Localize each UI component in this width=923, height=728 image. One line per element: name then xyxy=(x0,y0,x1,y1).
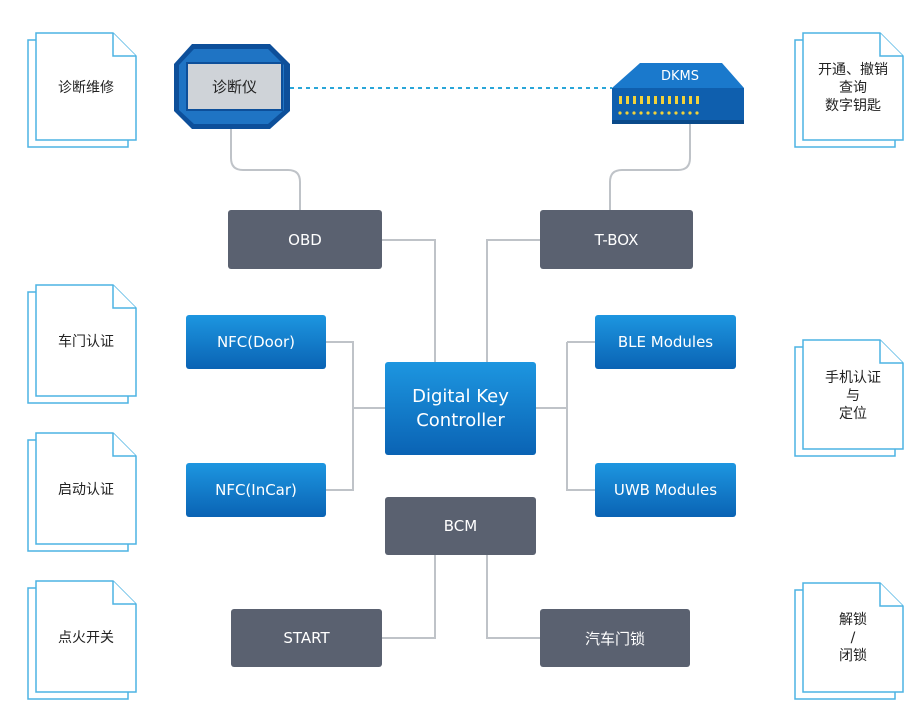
doc-icon-diag-repair xyxy=(27,32,137,148)
connector-dkms-tbox xyxy=(609,122,691,210)
doc-icon-phone-auth xyxy=(794,339,904,457)
doc-label-lock-unlock-line1: 解锁 xyxy=(839,612,867,628)
dkms-label: DKMS xyxy=(660,68,699,84)
connector-bcm-lock xyxy=(486,555,540,639)
connector-controller-modules xyxy=(536,341,595,491)
doc-icon-ignition xyxy=(27,580,137,700)
diagnostic-tool-label: 诊断仪 xyxy=(211,78,257,96)
doc-label-lock-unlock: 解锁 / 闭锁 xyxy=(803,606,903,670)
doc-icon-door-auth xyxy=(27,284,137,404)
dkms-server-icon xyxy=(612,63,744,124)
doc-icon-lock-unlock xyxy=(794,582,904,700)
doc-label-door-auth: 车门认证 xyxy=(58,334,114,350)
doc-label-dkms-ops-line1: 开通、撤销 xyxy=(818,62,888,78)
doc-label-start-auth: 启动认证 xyxy=(58,482,114,498)
doc-label-dkms-ops: 开通、撤销 查询 数字钥匙 xyxy=(803,56,903,120)
bcm-node: BCM xyxy=(385,497,536,555)
connector-tbox-controller xyxy=(486,239,540,362)
nfc-incar-node: NFC(InCar) xyxy=(186,463,326,517)
doc-label-dkms-ops-line3: 数字钥匙 xyxy=(825,98,881,114)
connector-nfc-controller xyxy=(326,341,385,491)
doc-label-phone-auth-line3: 定位 xyxy=(839,406,867,422)
doc-label-phone-auth-line1: 手机认证 xyxy=(825,370,881,386)
start-node: START xyxy=(231,609,382,667)
doc-label-lock-unlock-line2: / xyxy=(850,630,856,646)
connectors xyxy=(230,122,691,639)
doc-label-ignition: 点火开关 xyxy=(58,630,114,646)
uwb-modules-node: UWB Modules xyxy=(595,463,736,517)
controller-label-line1: Digital Key xyxy=(412,385,509,407)
doc-label-lock-unlock-line3: 闭锁 xyxy=(839,648,867,664)
doc-label-phone-auth-line2: 与 xyxy=(846,388,860,404)
doc-icon-start-auth xyxy=(27,432,137,552)
tbox-node: T-BOX xyxy=(540,210,693,269)
doc-label-phone-auth: 手机认证 与 定位 xyxy=(803,364,903,428)
doc-icons xyxy=(27,32,904,700)
connector-obd-controller xyxy=(382,239,436,362)
nfc-door-node: NFC(Door) xyxy=(186,315,326,369)
ble-modules-node: BLE Modules xyxy=(595,315,736,369)
digital-key-controller-node: Digital Key Controller xyxy=(385,362,536,455)
controller-label-line2: Controller xyxy=(416,409,505,431)
obd-node: OBD xyxy=(228,210,382,269)
connector-bcm-start xyxy=(382,555,436,639)
doc-label-dkms-ops-line2: 查询 xyxy=(839,80,867,96)
doc-icon-dkms-ops xyxy=(794,32,904,148)
doc-label-diag-repair: 诊断维修 xyxy=(58,80,114,96)
car-lock-node: 汽车门锁 xyxy=(540,609,690,667)
diagnostic-device-icon xyxy=(174,44,290,129)
connector-diag-obd xyxy=(230,122,301,210)
